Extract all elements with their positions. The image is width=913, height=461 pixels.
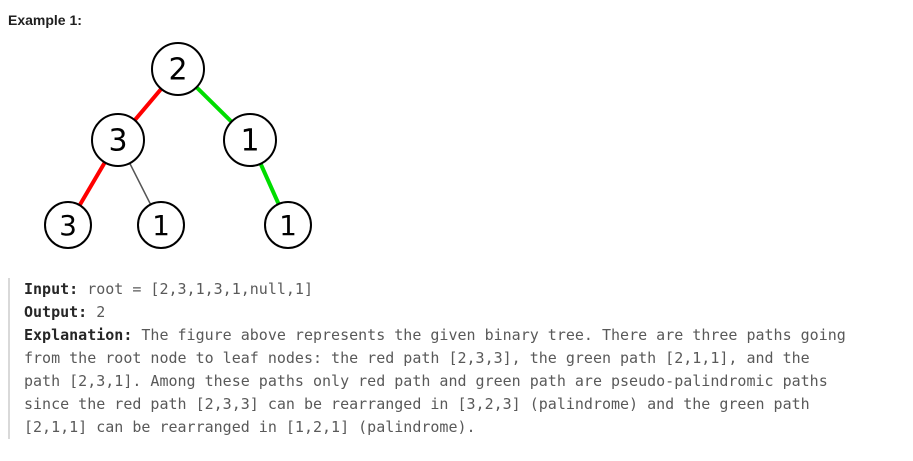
- tree-node-circle: [91, 113, 145, 167]
- input-label: Input:: [24, 280, 79, 298]
- explanation-value: The figure above represents the given bi…: [24, 326, 846, 436]
- tree-node-left: 3: [91, 113, 145, 167]
- tree-node-value: 3: [59, 209, 77, 242]
- input-value: root = [2,3,1,3,1,null,1]: [78, 280, 313, 298]
- input-line: Input: root = [2,3,1,3,1,null,1]: [24, 278, 905, 301]
- tree-node-left-right: 1: [137, 201, 185, 249]
- tree-node-root: 2: [151, 42, 205, 96]
- tree-node-circle: [151, 42, 205, 96]
- tree-figure: 2 3 1 3 1 1: [38, 36, 338, 256]
- tree-node-circle: [44, 201, 92, 249]
- output-value: 2: [87, 303, 106, 321]
- tree-node-right-right: 1: [264, 201, 312, 249]
- tree-node-value: 1: [279, 209, 297, 242]
- tree-node-circle: [223, 113, 277, 167]
- output-line: Output: 2: [24, 301, 905, 324]
- example-heading: Example 1:: [8, 12, 82, 28]
- tree-node-left-left: 3: [44, 201, 92, 249]
- example-code-block: Input: root = [2,3,1,3,1,null,1]Output: …: [8, 278, 905, 439]
- tree-node-value: 2: [168, 53, 187, 88]
- binary-tree-diagram: 2 3 1 3 1 1: [44, 42, 312, 249]
- explanation-label: Explanation:: [24, 326, 133, 344]
- tree-node-value: 3: [108, 124, 127, 159]
- tree-node-right: 1: [223, 113, 277, 167]
- tree-node-circle: [137, 201, 185, 249]
- explanation-line: Explanation: The figure above represents…: [24, 324, 905, 439]
- output-label: Output:: [24, 303, 88, 321]
- tree-node-value: 1: [152, 209, 170, 242]
- tree-node-value: 1: [240, 124, 259, 159]
- tree-node-circle: [264, 201, 312, 249]
